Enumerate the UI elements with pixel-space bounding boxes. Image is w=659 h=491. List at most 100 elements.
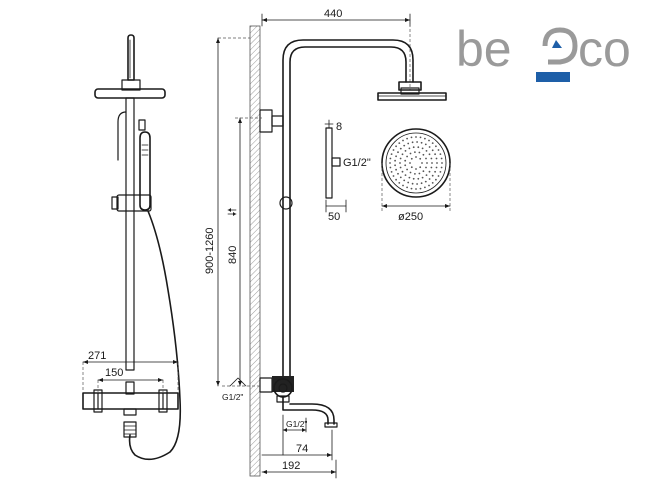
nozzle [399,162,401,164]
nozzle [428,184,430,187]
nozzle [407,181,410,184]
nozzle [437,175,440,177]
nozzle [412,177,415,180]
nozzle [425,166,427,169]
dim-head-thread: G1/2" [343,157,371,169]
nozzle [435,145,437,148]
nozzle [431,174,434,177]
nozzle [435,166,438,169]
dim-spout-length: 74 [296,443,308,455]
nozzle [409,162,411,164]
nozzle [420,141,423,144]
nozzle [428,146,431,148]
nozzle [440,157,443,160]
brand-logo: be co [456,21,631,82]
nozzle [398,182,401,184]
nozzle [424,186,426,189]
nozzle [404,164,407,167]
nozzle [441,162,443,164]
nozzle [437,149,440,151]
nozzle [431,162,433,164]
dim-head-thickness: 8 [336,121,342,133]
nozzle [419,187,422,190]
nozzle [424,180,427,183]
nozzle [434,170,436,173]
nozzle [424,143,427,146]
dim-head-depth: 50 [328,211,340,223]
dim-height-range: 900-1260 [204,228,216,275]
nozzle [431,142,434,145]
nozzle [439,171,442,173]
nozzle [408,147,411,150]
nozzle [439,153,442,156]
nozzle [417,146,420,149]
nozzle [422,170,425,173]
nozzle [424,137,426,140]
nozzle [415,156,417,158]
nozzle [416,141,418,143]
nozzle [389,157,392,160]
nozzle [425,174,428,177]
nozzle [428,139,430,142]
nozzle [422,153,425,156]
side-view: 440 G1/2" 74 [204,8,447,479]
dim-thread-left: G1/2" [222,392,243,402]
nozzle-grid [389,136,443,190]
nozzle [406,186,408,189]
nozzle [417,177,420,180]
nozzle [397,172,399,175]
nozzle [430,157,433,160]
nozzle [431,149,434,152]
nozzle [414,151,416,154]
nozzle [389,166,392,169]
nozzle [389,162,391,164]
nozzle [407,142,410,145]
nozzle [410,166,413,169]
nozzle [392,175,395,177]
logo-droplet-mark [542,27,578,65]
nozzle [404,174,407,177]
logo-text: be [456,21,512,77]
nozzle [394,164,396,167]
nozzle [406,137,408,140]
nozzle [397,151,399,154]
nozzle [434,153,436,156]
nozzle [399,176,402,179]
nozzle [395,168,397,171]
nozzle [410,187,413,190]
nozzle [415,188,417,190]
dim-spout-thread: G1/2" [286,419,307,429]
nozzle [421,147,424,150]
nozzle [395,145,397,148]
nozzle [418,151,421,154]
nozzle [415,136,417,138]
dim-head-diameter: ø250 [398,211,423,223]
front-view: 271 150 [82,34,182,461]
nozzle [440,166,443,169]
nozzle [404,159,407,162]
nozzle [406,168,408,171]
nozzle [402,184,404,187]
nozzle [411,182,414,185]
nozzle [416,183,418,185]
nozzle [412,146,415,149]
nozzle [409,152,412,155]
nozzle [426,162,428,164]
nozzle [403,144,406,147]
nozzle [399,157,402,160]
nozzle [421,162,423,164]
dim-rail-height: 840 [227,246,239,264]
nozzle [401,153,404,156]
nozzle [399,147,402,150]
nozzle [394,159,396,162]
nozzle [399,166,402,169]
nozzle [435,178,437,181]
nozzle [415,168,417,170]
nozzle [403,179,406,182]
nozzle [392,149,395,151]
svg-text:co: co [578,21,631,77]
nozzle [404,150,407,152]
nozzle [409,171,412,174]
logo-blue-bar [536,72,570,82]
